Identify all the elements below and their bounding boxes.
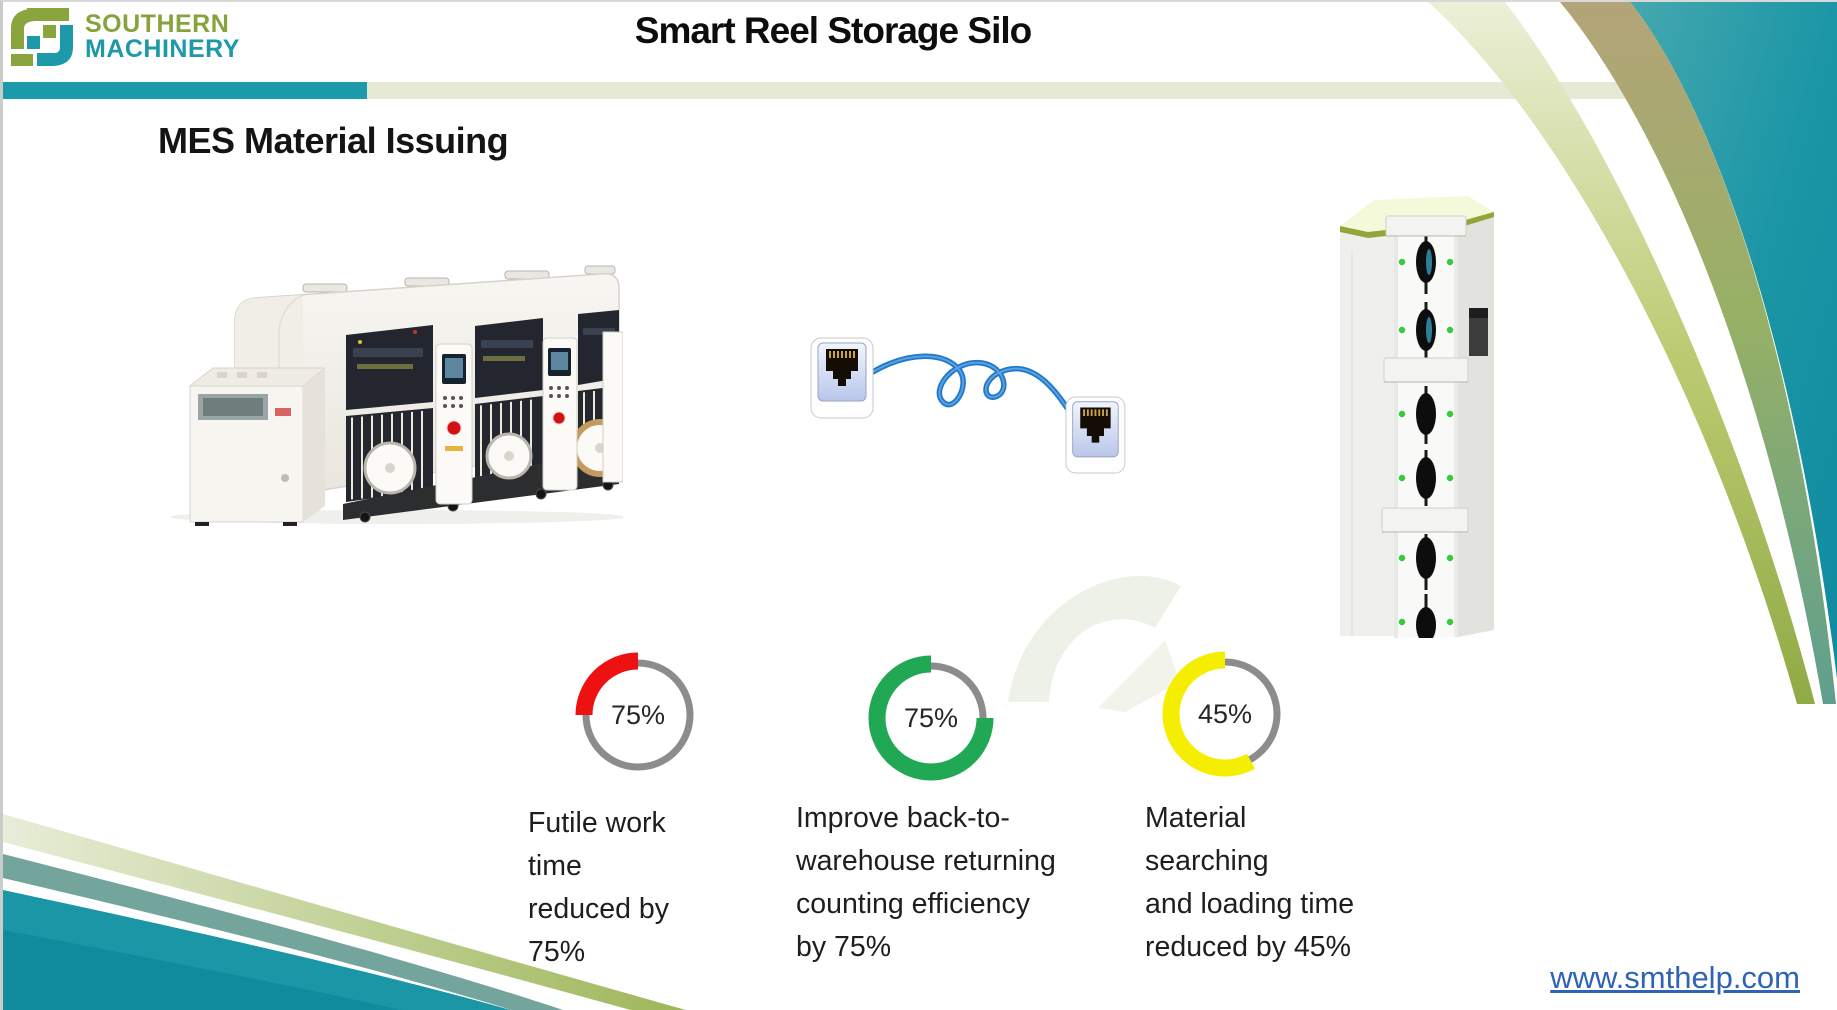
donut-chart-searching-loading-time: 45% — [1155, 644, 1295, 784]
logo-line1: SOUTHERN — [85, 10, 230, 38]
network-cable-illustration — [810, 337, 1126, 474]
company-logo-icon — [11, 8, 73, 66]
smt-machine-line-illustration — [170, 265, 623, 526]
logo-line2: MACHINERY — [85, 35, 240, 63]
donut-value-label: 75% — [610, 699, 666, 730]
header-pale-band — [367, 82, 1707, 99]
company-name: SOUTHERN MACHINERY — [85, 12, 240, 62]
rj45-port-right-icon — [1065, 396, 1126, 474]
website-link[interactable]: www.smthelp.com — [1550, 960, 1800, 995]
rj45-port-left-icon — [810, 337, 874, 419]
section-heading: MES Material Issuing — [158, 120, 509, 161]
donut-value-label: 75% — [903, 702, 959, 733]
ethernet-cable — [868, 353, 1077, 422]
donut-chart-returning-efficiency: 75% — [861, 648, 1001, 788]
reel-storage-tower-illustration — [1340, 196, 1494, 638]
donut-chart-futile-work-time: 75% — [568, 645, 708, 785]
page-title: Smart Reel Storage Silo — [634, 10, 1032, 51]
header-teal-bar — [3, 82, 367, 99]
kpi-caption-returning-efficiency: Improve back-to- warehouse returning cou… — [796, 802, 1056, 963]
donut-value-label: 45% — [1197, 698, 1253, 729]
kpi-caption-searching-loading: Material searching and loading time redu… — [1145, 802, 1355, 963]
kpi-caption-futile-work: Futile work time reduced by 75% — [528, 807, 670, 968]
